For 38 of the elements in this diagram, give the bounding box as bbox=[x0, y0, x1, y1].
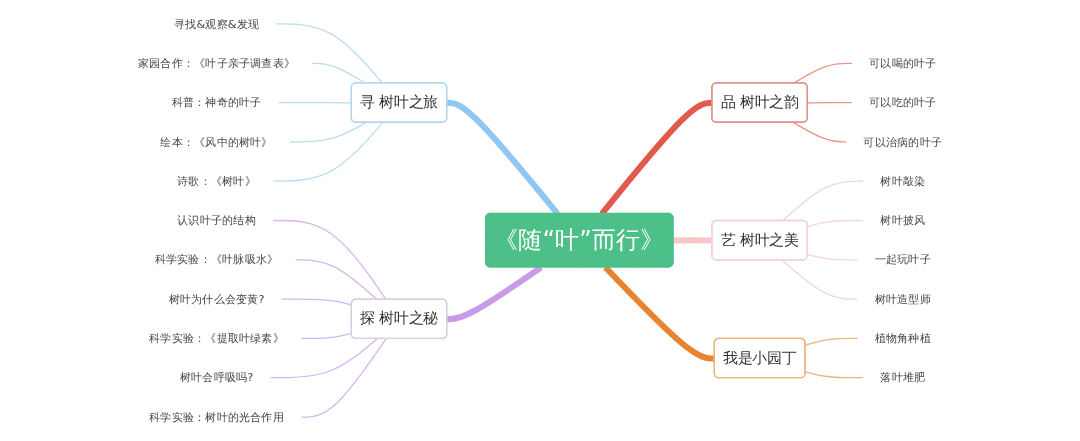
connector bbox=[804, 337, 859, 346]
node-text: 树叶敲染 bbox=[880, 174, 926, 188]
connector bbox=[599, 99, 713, 216]
node-text: 科学实验：《叶脉吸水》 bbox=[154, 253, 279, 267]
node-text: 可以喝的叶子 bbox=[869, 56, 937, 70]
connector bbox=[272, 219, 387, 301]
connector bbox=[272, 122, 384, 182]
connector bbox=[673, 237, 713, 244]
node-text: 树叶会呼吸吗? bbox=[179, 371, 254, 384]
node-text: 一起玩叶子 bbox=[874, 253, 931, 267]
node-text: 科学实验：《提取叶绿素》 bbox=[149, 331, 284, 345]
node-text: 可以吃的叶子 bbox=[869, 95, 937, 109]
node-text: 树叶造型师 bbox=[874, 292, 931, 306]
node-text: 落叶堆肥 bbox=[880, 371, 926, 384]
connector bbox=[603, 265, 715, 362]
connector bbox=[781, 259, 859, 300]
node-text: 诗歌：《树叶》 bbox=[177, 174, 256, 188]
connector bbox=[781, 180, 864, 222]
node-text: 植物角种植 bbox=[874, 331, 931, 345]
node-text: 绘本：《风中的树叶》 bbox=[160, 135, 273, 149]
node-text: 家园合作：《叶子亲子调查表》 bbox=[137, 56, 296, 70]
node-text: 可以治病的叶子 bbox=[863, 135, 943, 149]
connector bbox=[807, 219, 864, 228]
connector bbox=[792, 122, 847, 143]
node-text: 认识叶子的结构 bbox=[177, 213, 256, 227]
node-text: 寻找&观察&发现 bbox=[174, 17, 260, 31]
connector bbox=[275, 23, 384, 84]
connector bbox=[807, 253, 859, 261]
connector bbox=[269, 338, 378, 379]
node-text: 树叶披风 bbox=[880, 213, 926, 227]
node-text: 树叶为什么会变黄? bbox=[168, 292, 265, 306]
connector bbox=[294, 259, 378, 301]
node-text: 科学实验：树叶的光合作用 bbox=[149, 410, 284, 424]
connector bbox=[289, 122, 367, 143]
connector bbox=[804, 371, 864, 379]
connector bbox=[300, 338, 387, 418]
node-text: 科普：神奇的叶子 bbox=[171, 95, 262, 109]
connector bbox=[807, 101, 853, 104]
